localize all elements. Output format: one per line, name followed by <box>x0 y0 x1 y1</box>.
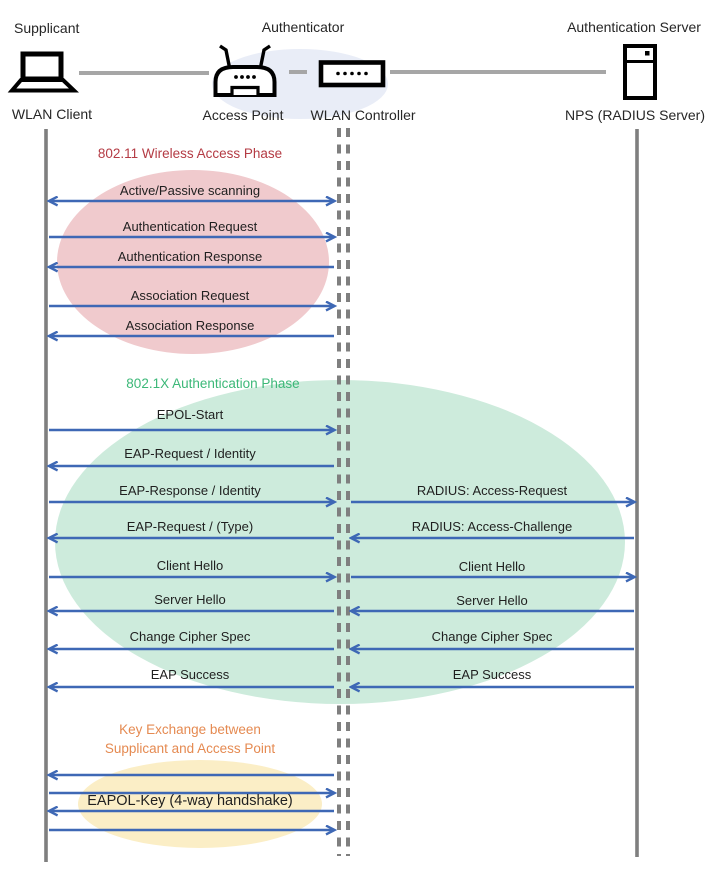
message-label: EAP Success <box>452 667 532 682</box>
role-label-authenticator: Authenticator <box>261 19 345 35</box>
message-label: Active/Passive scanning <box>119 183 261 198</box>
message-label: RADIUS: Access-Request <box>416 483 568 498</box>
device-label-wlan-client: WLAN Client <box>11 106 93 122</box>
phase-title-key-exchange-line1: Key Exchange between <box>119 722 261 737</box>
wireless-phase-ellipse <box>57 170 329 354</box>
topology-link <box>79 70 606 75</box>
message-label: Client Hello <box>156 558 224 573</box>
message-label: EAPOL-Key (4-way handshake) <box>87 793 293 809</box>
device-label-access-point: Access Point <box>202 107 284 123</box>
message-label: Authentication Request <box>122 219 258 234</box>
message-label: Association Request <box>130 288 250 303</box>
role-label-authentication-server: Authentication Server <box>567 19 701 35</box>
message-label: EAP-Request / Identity <box>124 446 256 461</box>
message-label: Client Hello <box>458 559 526 574</box>
wlan-controller-icon <box>318 60 386 88</box>
key-exchange-phase-ellipse <box>78 760 322 848</box>
message-label: Association Response <box>125 318 255 333</box>
message-label: EAP Success <box>150 667 230 682</box>
message-label: Change Cipher Spec <box>431 629 553 644</box>
laptop-icon <box>7 51 79 93</box>
message-label: RADIUS: Access-Challenge <box>411 519 573 534</box>
message-label: EPOL-Start <box>156 407 224 422</box>
message-label: Server Hello <box>456 593 528 608</box>
phase-title-key-exchange-line2: Supplicant and Access Point <box>104 741 276 756</box>
role-label-supplicant: Supplicant <box>14 20 80 36</box>
phase-title-dot1x: 802.1X Authentication Phase <box>126 376 300 391</box>
phase-title-wireless: 802.11 Wireless Access Phase <box>97 146 283 161</box>
client-controller-arrows <box>49 201 334 830</box>
message-label: Change Cipher Spec <box>129 629 251 644</box>
device-label-wlan-controller: WLAN Controller <box>310 107 416 123</box>
server-icon <box>623 44 657 100</box>
device-label-nps-server: NPS (RADIUS Server) <box>564 107 706 123</box>
message-label: Server Hello <box>154 592 226 607</box>
message-label: EAP-Response / Identity <box>119 483 261 498</box>
message-label: EAP-Request / (Type) <box>126 519 254 534</box>
controller-server-arrows <box>351 502 634 687</box>
message-label: Authentication Response <box>117 249 263 264</box>
access-point-icon <box>213 44 277 97</box>
